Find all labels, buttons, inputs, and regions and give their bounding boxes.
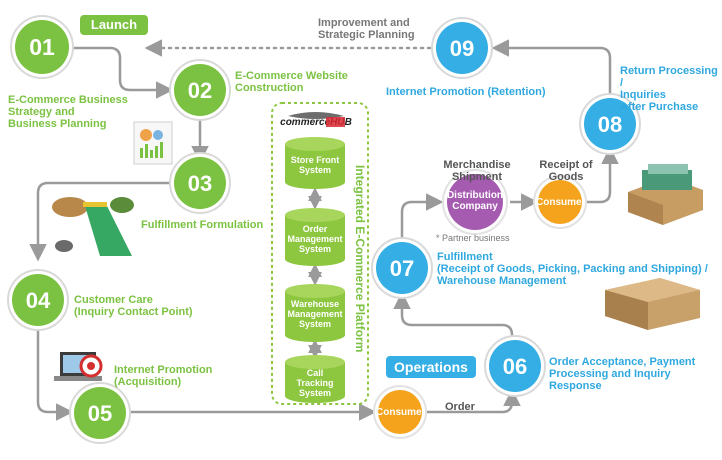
arrow-01-02 <box>70 46 174 99</box>
step-number: 03 <box>188 171 212 196</box>
merchandise-shipment-label: Merchandise Shipment <box>443 159 511 183</box>
consumer-node-top <box>533 175 587 229</box>
arrow-08-09 <box>491 39 612 98</box>
consumer-label-top: Consumer <box>536 197 586 208</box>
connector-lines <box>29 39 619 421</box>
step-02-label: E-Commerce Website Construction <box>235 70 348 94</box>
step-09-label: Internet Promotion (Retention) <box>386 86 546 98</box>
step-number: 09 <box>450 36 474 61</box>
platform-title: Integrated E-Commerce Platform <box>353 165 367 352</box>
step-01-label: E-Commerce Business Strategy and Busines… <box>8 94 128 130</box>
cylinder-store-front <box>285 137 345 189</box>
step-06-label: Order Acceptance, Payment Processing and… <box>549 356 696 392</box>
step-circle-02: 02 <box>169 59 231 121</box>
step-03-label: Fulfillment Formulation <box>141 219 264 231</box>
step-circle-04: 04 <box>7 269 69 331</box>
step-08-label: Return Processing / Inquiries After Purc… <box>620 65 718 113</box>
module-order-management-label: Order Management System <box>287 224 343 254</box>
step-circle-09: 09 <box>431 17 493 79</box>
arrow-consumer-06 <box>426 388 521 414</box>
step-number: 05 <box>88 401 112 426</box>
step-04-label: Customer Care (Inquiry Contact Point) <box>74 294 193 318</box>
cylinder-warehouse-management <box>285 284 345 342</box>
step-circle-05: 05 <box>69 382 131 444</box>
commercehub-logo: commerceHUB <box>280 112 352 128</box>
logo-text: commerceHUB <box>280 117 352 128</box>
cylinder-call-tracking <box>285 355 345 403</box>
arrow-07-distribution <box>400 193 444 240</box>
distribution-company-node <box>442 169 508 235</box>
module-call-tracking-label: Call Tracking System <box>296 368 334 398</box>
cylinder-order-management <box>285 208 345 266</box>
arrow-06-07 <box>393 291 514 340</box>
merchandise-illustration <box>52 197 134 256</box>
consumer-node-bottom <box>373 385 427 439</box>
partner-business-label: * Partner business <box>436 233 510 243</box>
laptop-target-icon <box>54 352 103 381</box>
cardboard-box-illustration <box>605 278 700 330</box>
step-circle-06: 06 <box>484 335 546 397</box>
consumer-label-bottom: Consumer <box>376 407 426 418</box>
step-number: 08 <box>598 112 622 137</box>
step-circle-08: 08 <box>579 93 641 155</box>
step-number: 06 <box>503 354 527 379</box>
module-warehouse-management-label: Warehouse Management System <box>287 299 343 329</box>
launch-badge: Launch <box>80 15 148 35</box>
step-number: 04 <box>26 288 51 313</box>
step-number: 02 <box>188 78 212 103</box>
goods-boxes-illustration <box>628 164 703 225</box>
arrow-04-05 <box>36 330 74 421</box>
report-document-icon <box>133 121 173 165</box>
improvement-label: Improvement and Strategic Planning <box>318 17 415 41</box>
distribution-company-label: Distribution Company <box>446 190 504 212</box>
step-circle-07: 07 <box>371 237 433 299</box>
receipt-of-goods-label: Receipt of Goods <box>539 159 593 183</box>
order-label: Order <box>445 401 475 413</box>
arrow-03-04 <box>29 181 170 262</box>
arrow-consumer-08 <box>585 146 619 204</box>
step-07-label: Fulfillment (Receipt of Goods, Picking, … <box>437 251 708 287</box>
operations-badge: Operations <box>386 356 476 378</box>
module-store-front-label: Store Front System <box>290 155 340 175</box>
step-number: 01 <box>29 34 55 60</box>
step-circle-01: 01 <box>10 15 74 79</box>
step-number: 07 <box>390 256 414 281</box>
step-05-label: Internet Promotion (Acquisition) <box>114 364 213 388</box>
step-circle-03: 03 <box>169 152 231 214</box>
